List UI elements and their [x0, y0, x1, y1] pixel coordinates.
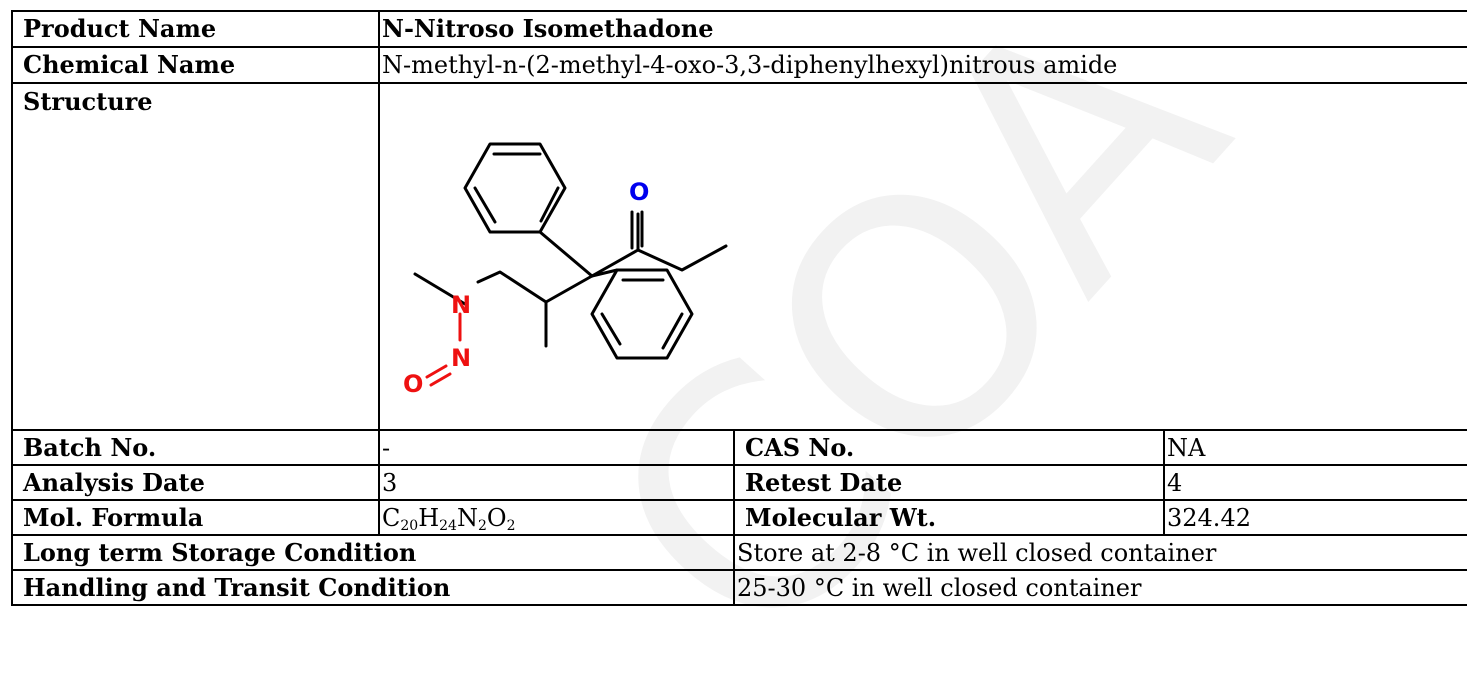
molecule-diagram: O N N O [403, 142, 728, 398]
nitroso-nitrogen-atom: N [451, 344, 471, 372]
retest-date-label: Retest Date [733, 464, 1165, 501]
batch-no-value: - [378, 429, 735, 466]
phenyl-ring-top [463, 142, 567, 234]
ketone-oxygen-atom: O [629, 178, 649, 206]
formula-element-c: C [382, 503, 401, 532]
amine-nitrogen-atom: N [451, 291, 471, 319]
phenyl-ring-bottom [590, 268, 694, 360]
cas-no-label: CAS No. [733, 429, 1165, 466]
formula-element-n: N [456, 503, 478, 532]
analysis-date-label: Analysis Date [11, 464, 380, 501]
row-formula-weight: Mol. Formula C20H24N2O2 Molecular Wt. 32… [11, 499, 1467, 536]
formula-count-n: 2 [477, 517, 487, 534]
transit-label: Handling and Transit Condition [11, 569, 735, 606]
chemical-name-value: N-methyl-n-(2-methyl-4-oxo-3,3-diphenylh… [377, 46, 1467, 84]
formula-element-o: O [486, 503, 507, 532]
mol-formula-value: C20H24N2O2 [378, 499, 735, 536]
nitroso-bonds [425, 312, 462, 387]
structure-label: Structure [11, 82, 380, 431]
formula-element-h: H [418, 503, 440, 532]
row-storage: Long term Storage Condition Store at 2-8… [11, 534, 1467, 571]
analysis-date-value: 3 [378, 464, 735, 501]
mol-formula-label: Mol. Formula [11, 499, 380, 536]
storage-label: Long term Storage Condition [11, 534, 735, 571]
row-dates: Analysis Date 3 Retest Date 4 [11, 464, 1467, 501]
product-name-label: Product Name [11, 10, 380, 48]
transit-value: 25-30 °C in well closed container [732, 569, 1467, 606]
cas-no-value: NA [1162, 429, 1467, 466]
structure-image: O N N O [377, 82, 1467, 431]
molecular-wt-label: Molecular Wt. [733, 499, 1165, 536]
row-product-name: Product Name N-Nitroso Isomethadone [11, 10, 1467, 48]
molecular-wt-value: 324.42 [1162, 499, 1467, 536]
row-chemical-name: Chemical Name N-methyl-n-(2-methyl-4-oxo… [11, 46, 1467, 84]
batch-no-label: Batch No. [11, 429, 380, 466]
row-structure: Structure [11, 82, 1467, 431]
coa-table: Product Name N-Nitroso Isomethadone Chem… [11, 10, 1467, 606]
carbon-skeleton [413, 212, 728, 348]
row-batch-cas: Batch No. - CAS No. NA [11, 429, 1467, 466]
formula-count-o: 2 [506, 517, 516, 534]
retest-date-value: 4 [1162, 464, 1467, 501]
chemical-name-label: Chemical Name [11, 46, 380, 84]
ketone-bond [630, 210, 644, 250]
product-name-value: N-Nitroso Isomethadone [377, 10, 1467, 48]
storage-value: Store at 2-8 °C in well closed container [732, 534, 1467, 571]
formula-count-c: 20 [400, 517, 419, 534]
row-transit: Handling and Transit Condition 25-30 °C … [11, 569, 1467, 606]
nitroso-oxygen-atom: O [403, 370, 423, 398]
formula-count-h: 24 [439, 517, 457, 534]
